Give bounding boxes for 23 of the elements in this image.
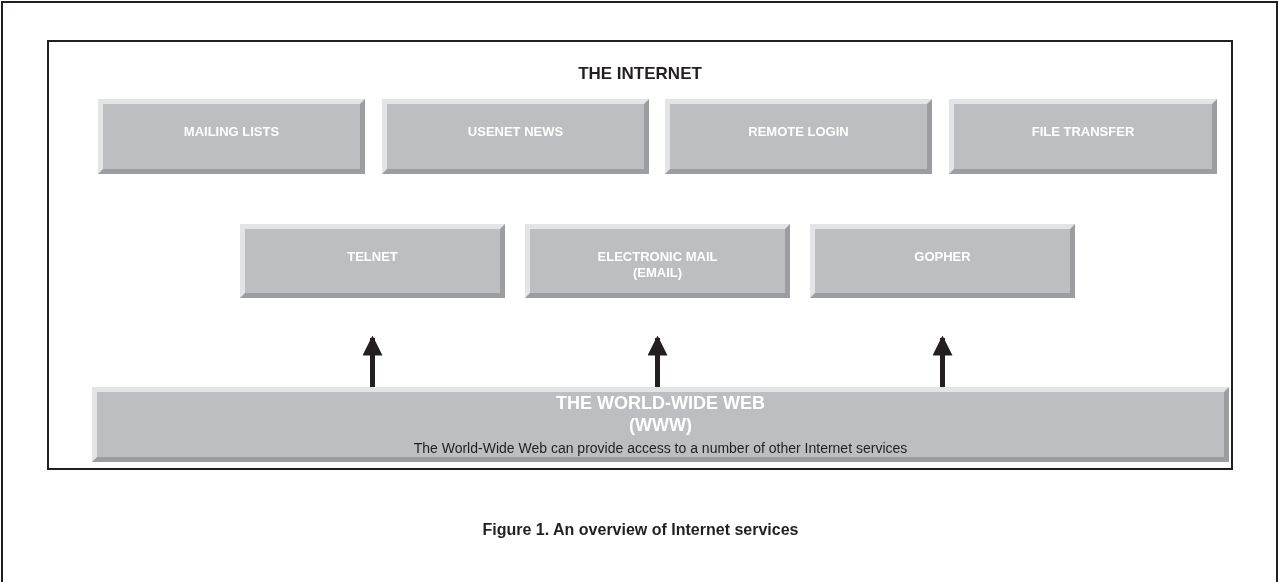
box-title: THE WORLD-WIDE WEB (WWW) xyxy=(555,392,766,437)
box-title: USENET NEWS xyxy=(467,124,564,140)
arrow xyxy=(647,335,668,387)
box-title: ELECTRONIC MAIL (EMAIL) xyxy=(596,249,719,281)
box-title: FILE TRANSFER xyxy=(1031,124,1135,140)
service-box xyxy=(92,387,1229,462)
arrow xyxy=(362,335,383,387)
internet-container xyxy=(47,40,1233,470)
figure-caption: Figure 1. An overview of Internet services xyxy=(481,521,800,539)
service-box xyxy=(810,224,1075,298)
box-title: REMOTE LOGIN xyxy=(748,124,849,140)
service-box xyxy=(382,99,649,174)
arrow xyxy=(932,335,953,387)
box-title: GOPHER xyxy=(914,249,971,265)
service-box xyxy=(240,224,505,298)
box-title: MAILING LISTS xyxy=(183,124,280,140)
box-description: The World-Wide Web can provide access to a number of other Internet services xyxy=(413,440,908,457)
service-box xyxy=(949,99,1217,174)
container-title: THE INTERNET xyxy=(577,64,703,84)
service-box xyxy=(98,99,365,174)
box-title: TELNET xyxy=(347,249,398,265)
service-box xyxy=(525,224,790,298)
service-box xyxy=(665,99,932,174)
